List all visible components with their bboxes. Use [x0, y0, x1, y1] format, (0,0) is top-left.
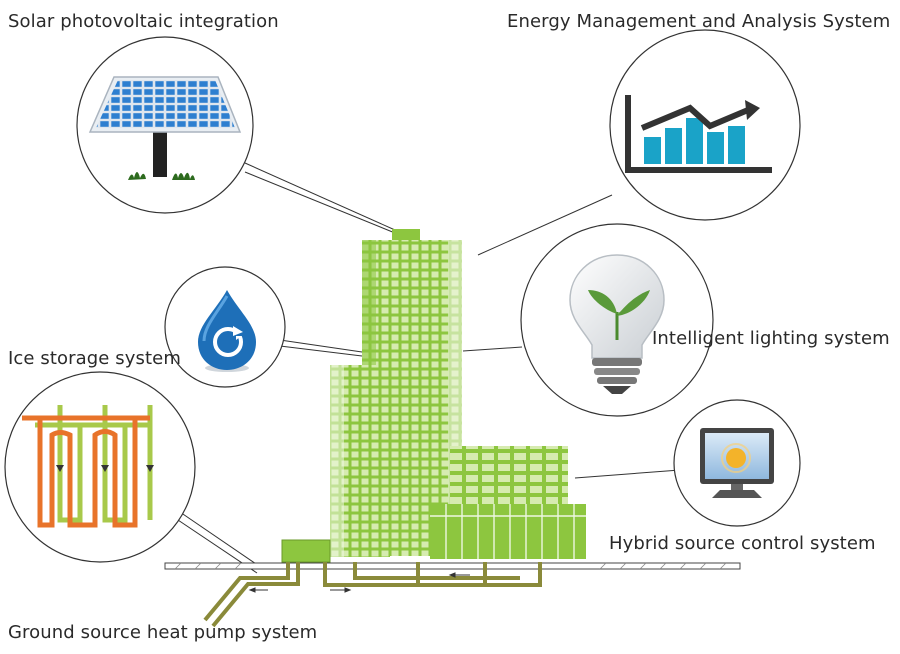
- solar-panel-icon: [88, 76, 242, 180]
- label-lighting: Intelligent lighting system: [652, 328, 890, 349]
- monitor-sun-icon: [700, 428, 774, 498]
- bar-chart-trend-icon: [625, 95, 772, 173]
- lighting-circle: [520, 223, 714, 417]
- label-solar: Solar photovoltaic integration: [8, 11, 279, 32]
- ice-pipes-circle: [4, 371, 196, 563]
- label-hybrid: Hybrid source control system: [609, 533, 876, 554]
- hybrid-circle: [673, 399, 801, 527]
- solar-circle: [76, 36, 254, 214]
- lightbulb-sprout-icon: [569, 254, 665, 394]
- label-energy: Energy Management and Analysis System: [507, 11, 891, 32]
- energy-circle: [609, 29, 801, 221]
- label-ground: Ground source heat pump system: [8, 622, 318, 643]
- ground-and-pipes: [164, 562, 741, 628]
- ice-pipes-icon: [22, 405, 153, 528]
- connector-lines: [171, 162, 681, 574]
- water-drop-icon: [198, 290, 256, 372]
- building-illustration: [281, 229, 586, 563]
- water-circle: [164, 266, 286, 388]
- label-ice: Ice storage system: [8, 348, 181, 369]
